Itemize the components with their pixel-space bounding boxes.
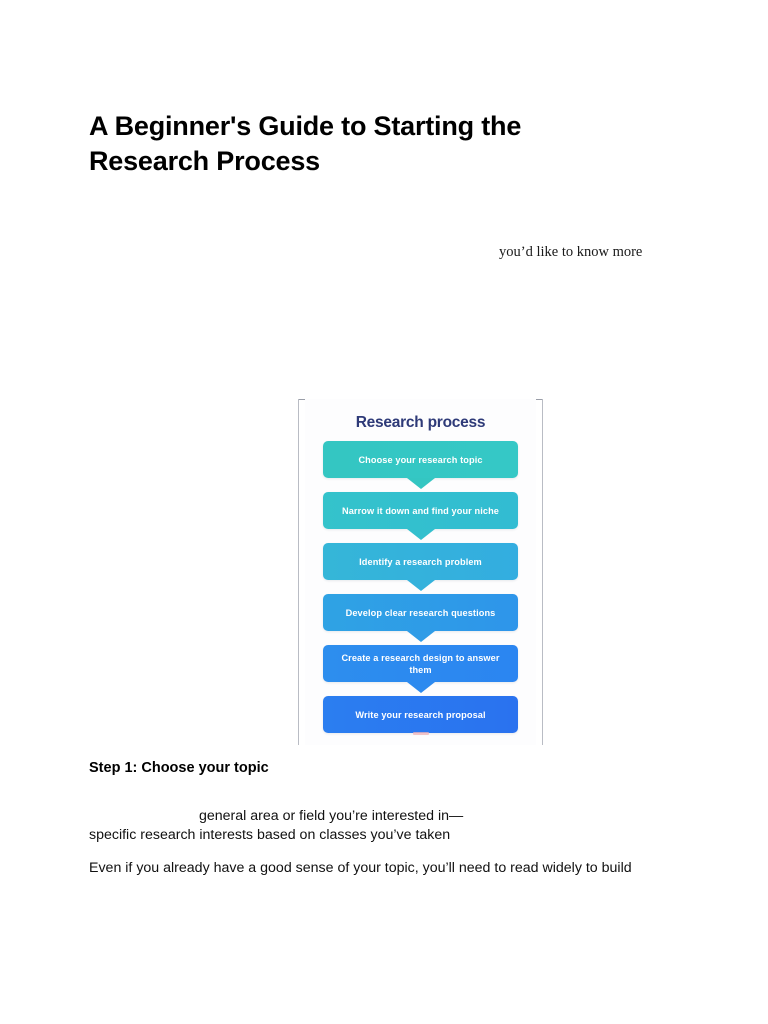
flowchart: Choose your research topic Narrow it dow…	[323, 441, 518, 733]
body-paragraph-1: general area or field you’re interested …	[89, 807, 679, 845]
flow-step-label: Create a research design to answer them	[341, 652, 500, 675]
body-paragraph-2: Even if you already have a good sense of…	[89, 860, 632, 877]
figure-title: Research process	[355, 414, 486, 431]
serif-text-fragment: you’d like to know more	[499, 244, 643, 260]
page-title: A Beginner's Guide to Starting the Resea…	[89, 111, 522, 177]
flow-step: Identify a research problem	[323, 543, 518, 591]
figure-frame-left-edge	[298, 399, 299, 745]
flow-step: Choose your research topic	[323, 441, 518, 489]
flow-step: Develop clear research questions	[323, 594, 518, 642]
flow-connector-arrow-icon	[406, 529, 435, 540]
flow-step: Write your research proposal	[323, 696, 518, 733]
flow-step-label: Identify a research problem	[359, 556, 482, 567]
flow-connector-arrow-icon	[406, 478, 435, 489]
flow-step-label: Narrow it down and find your niche	[341, 505, 500, 516]
flow-connector-arrow-icon	[406, 580, 435, 591]
flow-step-label: Choose your research topic	[358, 454, 483, 465]
figure-canvas: Research process Choose your research to…	[305, 399, 536, 745]
flow-step: Narrow it down and find your niche	[323, 492, 518, 540]
figure-watermark-artifact	[412, 732, 429, 735]
body-paragraph-1-line-2: specific research interests based on cla…	[89, 827, 451, 844]
body-paragraph-1-line-1: general area or field you’re interested …	[199, 808, 464, 825]
flow-connector-arrow-icon	[406, 631, 435, 642]
figure-corner-mark-top-right	[536, 399, 542, 405]
figure-frame-right-edge	[542, 399, 543, 745]
flow-step-label: Write your research proposal	[355, 709, 486, 720]
flow-connector-arrow-icon	[406, 682, 435, 693]
flow-step-label: Develop clear research questions	[345, 607, 496, 618]
research-process-figure: Research process Choose your research to…	[298, 399, 543, 745]
section-heading-step-1: Step 1: Choose your topic	[89, 760, 269, 777]
flow-step: Create a research design to answer them	[323, 645, 518, 693]
figure-corner-mark-top-left	[299, 399, 305, 405]
